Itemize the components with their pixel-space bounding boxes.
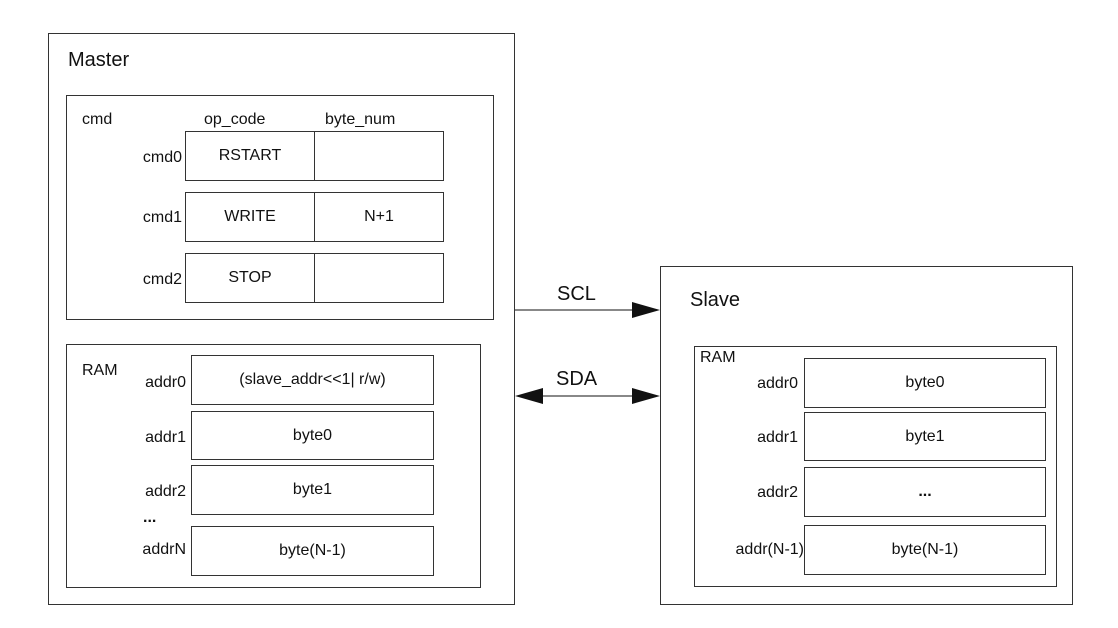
slave-ram-addr: addr1 — [757, 429, 798, 446]
slave-ram-value: byte(N-1) — [804, 525, 1046, 575]
master-ram-value: byte0 — [191, 411, 434, 460]
sda-arrowhead-right-icon — [632, 388, 660, 404]
slave-ram-addr: addr(N-1) — [735, 541, 804, 558]
cmd-byte-num-cell: N+1 — [314, 192, 444, 242]
sda-label: SDA — [556, 368, 598, 390]
master-ram-addr: addrN — [142, 541, 186, 558]
master-ram-addr: addr0 — [145, 374, 186, 391]
scl-label: SCL — [557, 283, 596, 305]
op-code-header: op_code — [204, 111, 266, 128]
cmd-row-name: cmd1 — [142, 209, 182, 226]
cmd-panel-label: cmd — [82, 111, 113, 128]
slave-ram-addr: addr2 — [757, 484, 798, 501]
slave-ram-value: byte0 — [804, 358, 1046, 408]
slave-ram-addr: addr0 — [757, 375, 798, 392]
master-ram-addr: addr2 — [145, 483, 186, 500]
slave-ram-value: ... — [804, 467, 1046, 517]
slave-ram-value: byte1 — [804, 412, 1046, 461]
cmd-op-code-cell: STOP — [185, 253, 315, 303]
sda-arrowhead-left-icon — [515, 388, 543, 404]
cmd-row-name: cmd2 — [142, 271, 182, 288]
master-ram-value: byte1 — [191, 465, 434, 515]
master-ram-value: (slave_addr<<1| r/w) — [191, 355, 434, 405]
master-ram-value: byte(N-1) — [191, 526, 434, 576]
cmd-op-code-cell: WRITE — [185, 192, 315, 242]
cmd-op-code-cell: RSTART — [185, 131, 315, 181]
slave-title: Slave — [690, 289, 741, 311]
master-ram-ellipsis: ... — [143, 509, 157, 526]
master-title: Master — [68, 49, 130, 71]
master-ram-label: RAM — [82, 362, 118, 379]
slave-ram-label: RAM — [700, 349, 736, 366]
cmd-byte-num-cell — [314, 253, 444, 303]
master-ram-addr: addr1 — [145, 429, 186, 446]
scl-arrowhead-icon — [632, 302, 660, 318]
cmd-byte-num-cell — [314, 131, 444, 181]
byte-num-header: byte_num — [325, 111, 396, 128]
cmd-row-name: cmd0 — [142, 149, 182, 166]
